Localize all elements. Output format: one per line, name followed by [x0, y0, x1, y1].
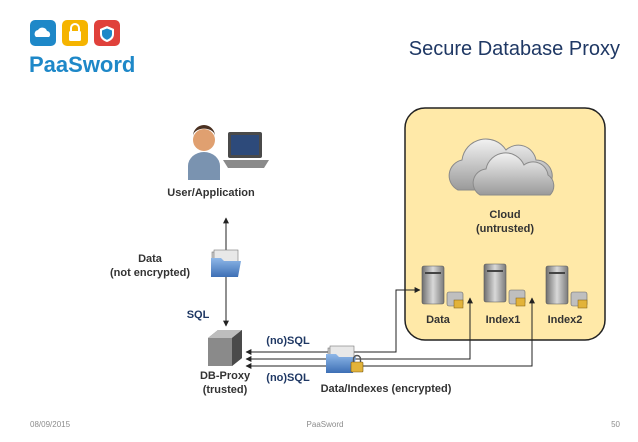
user-icon: [188, 125, 220, 180]
data-not-encrypted-label: Data (not encrypted): [100, 252, 200, 280]
sql-label: SQL: [186, 309, 210, 321]
encrypted-folder-icon: [326, 345, 364, 373]
data-label-line2: (not encrypted): [109, 267, 191, 279]
server-data-label: Data: [426, 314, 450, 326]
proxy-label-line2: (trusted): [202, 384, 248, 396]
nosql-top-label: (no)SQL: [266, 335, 310, 347]
footer-page: 50: [611, 420, 620, 429]
footer-center: PaaSword: [306, 420, 344, 429]
proxy-label-line1: DB-Proxy: [199, 370, 251, 382]
user-application-label: User/Application: [167, 187, 255, 199]
footer-date: 08/09/2015: [30, 420, 71, 429]
folder-icon: [211, 249, 241, 277]
cloud-label: Cloud (untrusted): [460, 208, 550, 236]
slide-title: Secure Database Proxy: [408, 38, 620, 60]
server-index1-icon: [483, 263, 526, 307]
db-proxy-label: DB-Proxy (trusted): [180, 369, 270, 397]
cloud-icon: [448, 138, 555, 196]
server-data-icon: [421, 265, 464, 309]
db-proxy-cube: [208, 330, 242, 366]
encrypted-data-label: Data/Indexes (encrypted): [320, 383, 452, 395]
laptop-icon: [223, 132, 269, 168]
cloud-label-line1: Cloud: [489, 209, 521, 221]
server-index1-label: Index1: [485, 314, 521, 326]
nosql-bottom-label: (no)SQL: [266, 372, 310, 384]
server-index2-label: Index2: [547, 314, 583, 326]
cloud-label-line2: (untrusted): [475, 223, 535, 235]
paasword-logo: [30, 20, 120, 46]
server-index2-icon: [545, 265, 588, 309]
logo-text: PaaSword: [29, 52, 136, 77]
data-label-line1: Data: [138, 253, 162, 265]
